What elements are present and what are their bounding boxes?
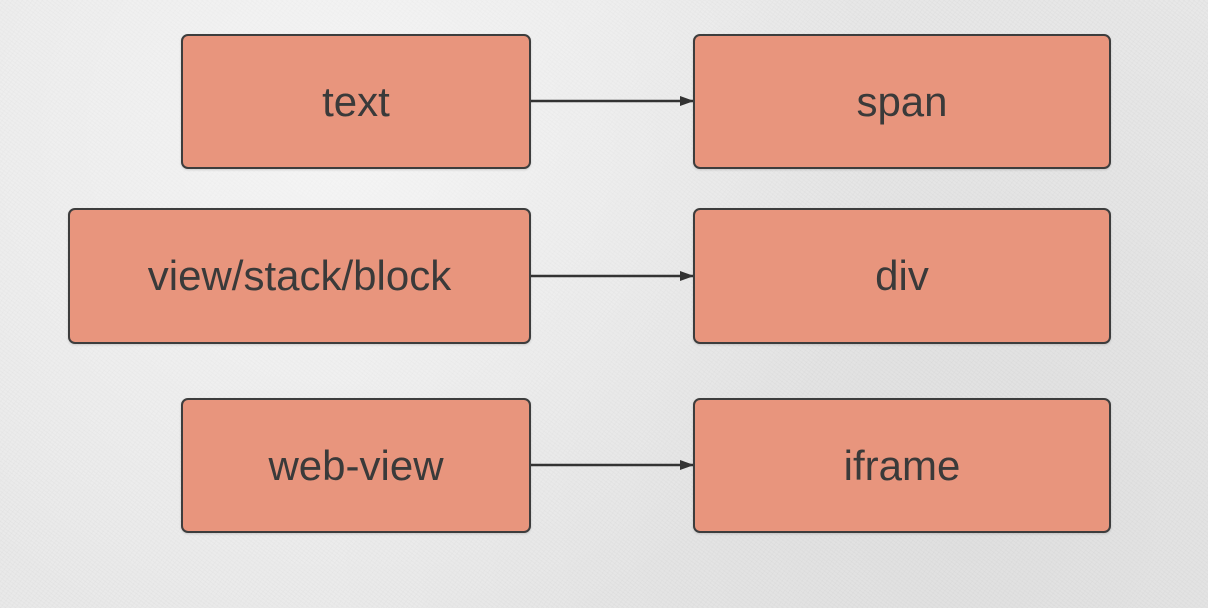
node-text: text bbox=[181, 34, 531, 169]
node-span: span bbox=[693, 34, 1111, 169]
node-web-view: web-view bbox=[181, 398, 531, 533]
node-view-stack-block: view/stack/block bbox=[68, 208, 531, 344]
node-div: div bbox=[693, 208, 1111, 344]
node-iframe: iframe bbox=[693, 398, 1111, 533]
